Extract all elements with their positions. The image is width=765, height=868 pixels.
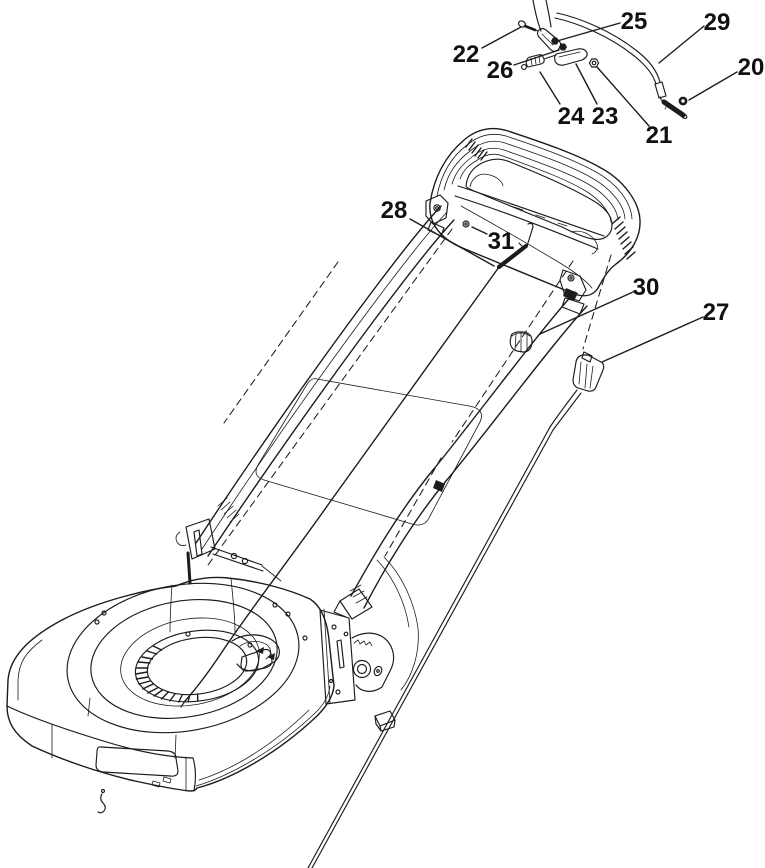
callout-27-leader bbox=[601, 316, 704, 363]
handle-opening bbox=[465, 158, 613, 240]
callouts: 20 21 22 23 24 25 26 27 bbox=[381, 8, 765, 363]
bolt-part bbox=[517, 20, 539, 32]
callout-24-leader bbox=[539, 71, 561, 105]
callout-21: 21 bbox=[596, 66, 673, 149]
washer-20 bbox=[678, 96, 688, 106]
handle-mount-right bbox=[559, 269, 587, 315]
callout-20: 20 bbox=[688, 54, 765, 101]
lever-part bbox=[554, 48, 588, 66]
callout-25: 25 bbox=[556, 8, 648, 42]
direction-arrow-2 bbox=[267, 653, 275, 660]
s-hook bbox=[97, 793, 106, 814]
callout-25-leader bbox=[556, 22, 621, 42]
callout-20-leader bbox=[688, 71, 738, 101]
cable-fitting bbox=[572, 351, 605, 392]
callout-29-leader bbox=[658, 25, 705, 64]
callout-21-leader bbox=[596, 66, 650, 127]
projection-lines bbox=[207, 228, 612, 566]
grip-hatch-left bbox=[465, 138, 488, 161]
bumper-ledge bbox=[6, 705, 194, 759]
mower-deck bbox=[6, 556, 419, 814]
callout-26: 26 bbox=[487, 49, 560, 84]
callout-31: 31 bbox=[471, 226, 515, 255]
discharge-shape bbox=[231, 634, 280, 672]
skirt-lines bbox=[195, 685, 331, 787]
handle-crossbar bbox=[454, 185, 605, 250]
handle-panel bbox=[255, 378, 482, 526]
direction-arrow-1 bbox=[256, 647, 264, 654]
callout-31-leader bbox=[471, 226, 488, 235]
long-cable bbox=[307, 389, 582, 868]
callout-28: 28 bbox=[381, 197, 495, 267]
bail-arm bbox=[532, 0, 562, 52]
callout-23-number: 23 bbox=[592, 103, 619, 130]
callout-25-number: 25 bbox=[621, 8, 648, 35]
callout-28-number: 28 bbox=[381, 197, 408, 224]
callout-26-number: 26 bbox=[487, 57, 514, 84]
callout-31-number: 31 bbox=[488, 228, 515, 255]
callout-29: 29 bbox=[658, 9, 731, 64]
deck-bracket-right bbox=[319, 556, 419, 705]
callout-30: 30 bbox=[539, 274, 660, 335]
callout-24: 24 bbox=[539, 71, 585, 130]
bail-control-parts bbox=[517, 0, 688, 120]
callout-30-number: 30 bbox=[633, 274, 660, 301]
tube-end-left bbox=[175, 497, 282, 585]
grommet bbox=[509, 331, 533, 353]
cable-hole-31 bbox=[462, 220, 470, 228]
callout-24-number: 24 bbox=[558, 103, 585, 130]
handle-outline bbox=[429, 128, 641, 297]
callout-21-number: 21 bbox=[646, 122, 673, 149]
chute-knurl bbox=[134, 645, 199, 703]
nut-25 bbox=[551, 37, 559, 45]
tube-end-right bbox=[333, 584, 373, 620]
deck-ring-mid bbox=[90, 599, 278, 719]
grip-hatch-right bbox=[611, 216, 636, 260]
nut-26 bbox=[559, 43, 567, 51]
bumper-pad bbox=[95, 746, 179, 777]
callout-27: 27 bbox=[601, 299, 730, 363]
nut-21 bbox=[588, 58, 600, 68]
upper-handle bbox=[425, 128, 641, 315]
callout-27-number: 27 bbox=[703, 299, 730, 326]
callout-22-number: 22 bbox=[453, 41, 480, 68]
callout-28-leader bbox=[409, 218, 495, 267]
cable-clip bbox=[374, 710, 396, 732]
callout-23-leader bbox=[575, 63, 598, 105]
callout-29-number: 29 bbox=[704, 9, 731, 36]
tube-clip bbox=[433, 480, 445, 492]
callout-30-leader bbox=[539, 291, 634, 335]
deck-ring-outer bbox=[66, 582, 300, 734]
callout-20-number: 20 bbox=[738, 54, 765, 81]
callout-22: 22 bbox=[453, 26, 522, 68]
callout-22-leader bbox=[481, 26, 522, 49]
callout-23: 23 bbox=[575, 63, 619, 130]
deck-holes bbox=[94, 602, 308, 648]
chute-ring-inner bbox=[146, 636, 248, 696]
cable-29 bbox=[554, 12, 688, 120]
callout-26-leader bbox=[513, 49, 560, 66]
lower-handle bbox=[175, 205, 588, 620]
